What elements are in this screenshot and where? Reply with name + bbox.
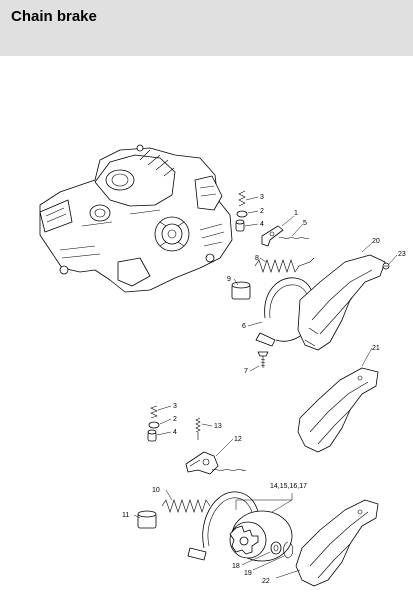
part-bushing-11 (137, 510, 157, 529)
callout-19: 19 (244, 570, 252, 577)
part-hand-guard-22 (295, 499, 379, 587)
callout-2: 2 (260, 208, 264, 215)
callout-23: 23 (398, 251, 406, 258)
part-circlip-19 (283, 541, 294, 559)
part-spring-13 (195, 417, 201, 440)
header-bar: Chain brake (0, 0, 413, 56)
callout-20: 20 (372, 238, 380, 245)
callout-4: 4 (260, 221, 264, 228)
part-lower-spring-link (211, 469, 247, 471)
callout-10: 10 (152, 487, 160, 494)
part-lower-spring-3 (150, 405, 158, 419)
callout-3: 3 (260, 194, 264, 201)
leader-lines (133, 196, 398, 579)
part-screw-23 (382, 262, 390, 270)
part-hand-guard-20 (297, 254, 386, 351)
callout-9: 9 (227, 276, 231, 283)
part-upper-bushing-4 (235, 219, 245, 232)
callout-8: 8 (255, 255, 259, 262)
page-title: Chain brake (11, 8, 97, 25)
callout-22: 22 (262, 578, 270, 585)
diagram-svg: 1 2 3 4 5 6 7 8 9 20 23 21 3 2 4 13 12 1… (39, 144, 406, 587)
part-washer-18 (270, 541, 282, 555)
part-bushing-9 (231, 281, 251, 300)
callout-1: 1 (294, 210, 298, 217)
part-upper-washer-2 (236, 210, 248, 218)
part-lower-bushing-4 (147, 429, 157, 442)
callout-14-17: 14,15,16,17 (270, 483, 307, 490)
callout-lower-4: 4 (173, 429, 177, 436)
part-lower-brake-band (187, 491, 260, 561)
part-screw-7 (257, 351, 269, 368)
callout-11: 11 (122, 512, 129, 519)
part-upper-spring-5 (278, 237, 310, 239)
engine-assembly (39, 144, 233, 293)
exploded-diagram: 1 2 3 4 5 6 7 8 9 20 23 21 3 2 4 13 12 1… (0, 56, 413, 600)
callout-13: 13 (214, 423, 222, 430)
callout-lower-2: 2 (173, 416, 177, 423)
part-lever-12 (185, 451, 219, 475)
callout-7: 7 (244, 368, 248, 375)
callout-labels: 1 2 3 4 5 6 7 8 9 20 23 21 3 2 4 13 12 1… (122, 194, 406, 585)
part-spring-8 (254, 257, 315, 273)
callout-6: 6 (242, 323, 246, 330)
callout-12: 12 (234, 436, 242, 443)
callout-lower-3: 3 (173, 403, 177, 410)
part-upper-spring-3 (238, 190, 246, 207)
part-hand-guard-21 (297, 367, 379, 453)
callout-5: 5 (303, 220, 307, 227)
callout-18: 18 (232, 563, 240, 570)
part-upper-lever-1 (261, 225, 284, 247)
callout-21: 21 (372, 345, 380, 352)
part-lower-washer-2 (148, 421, 160, 429)
